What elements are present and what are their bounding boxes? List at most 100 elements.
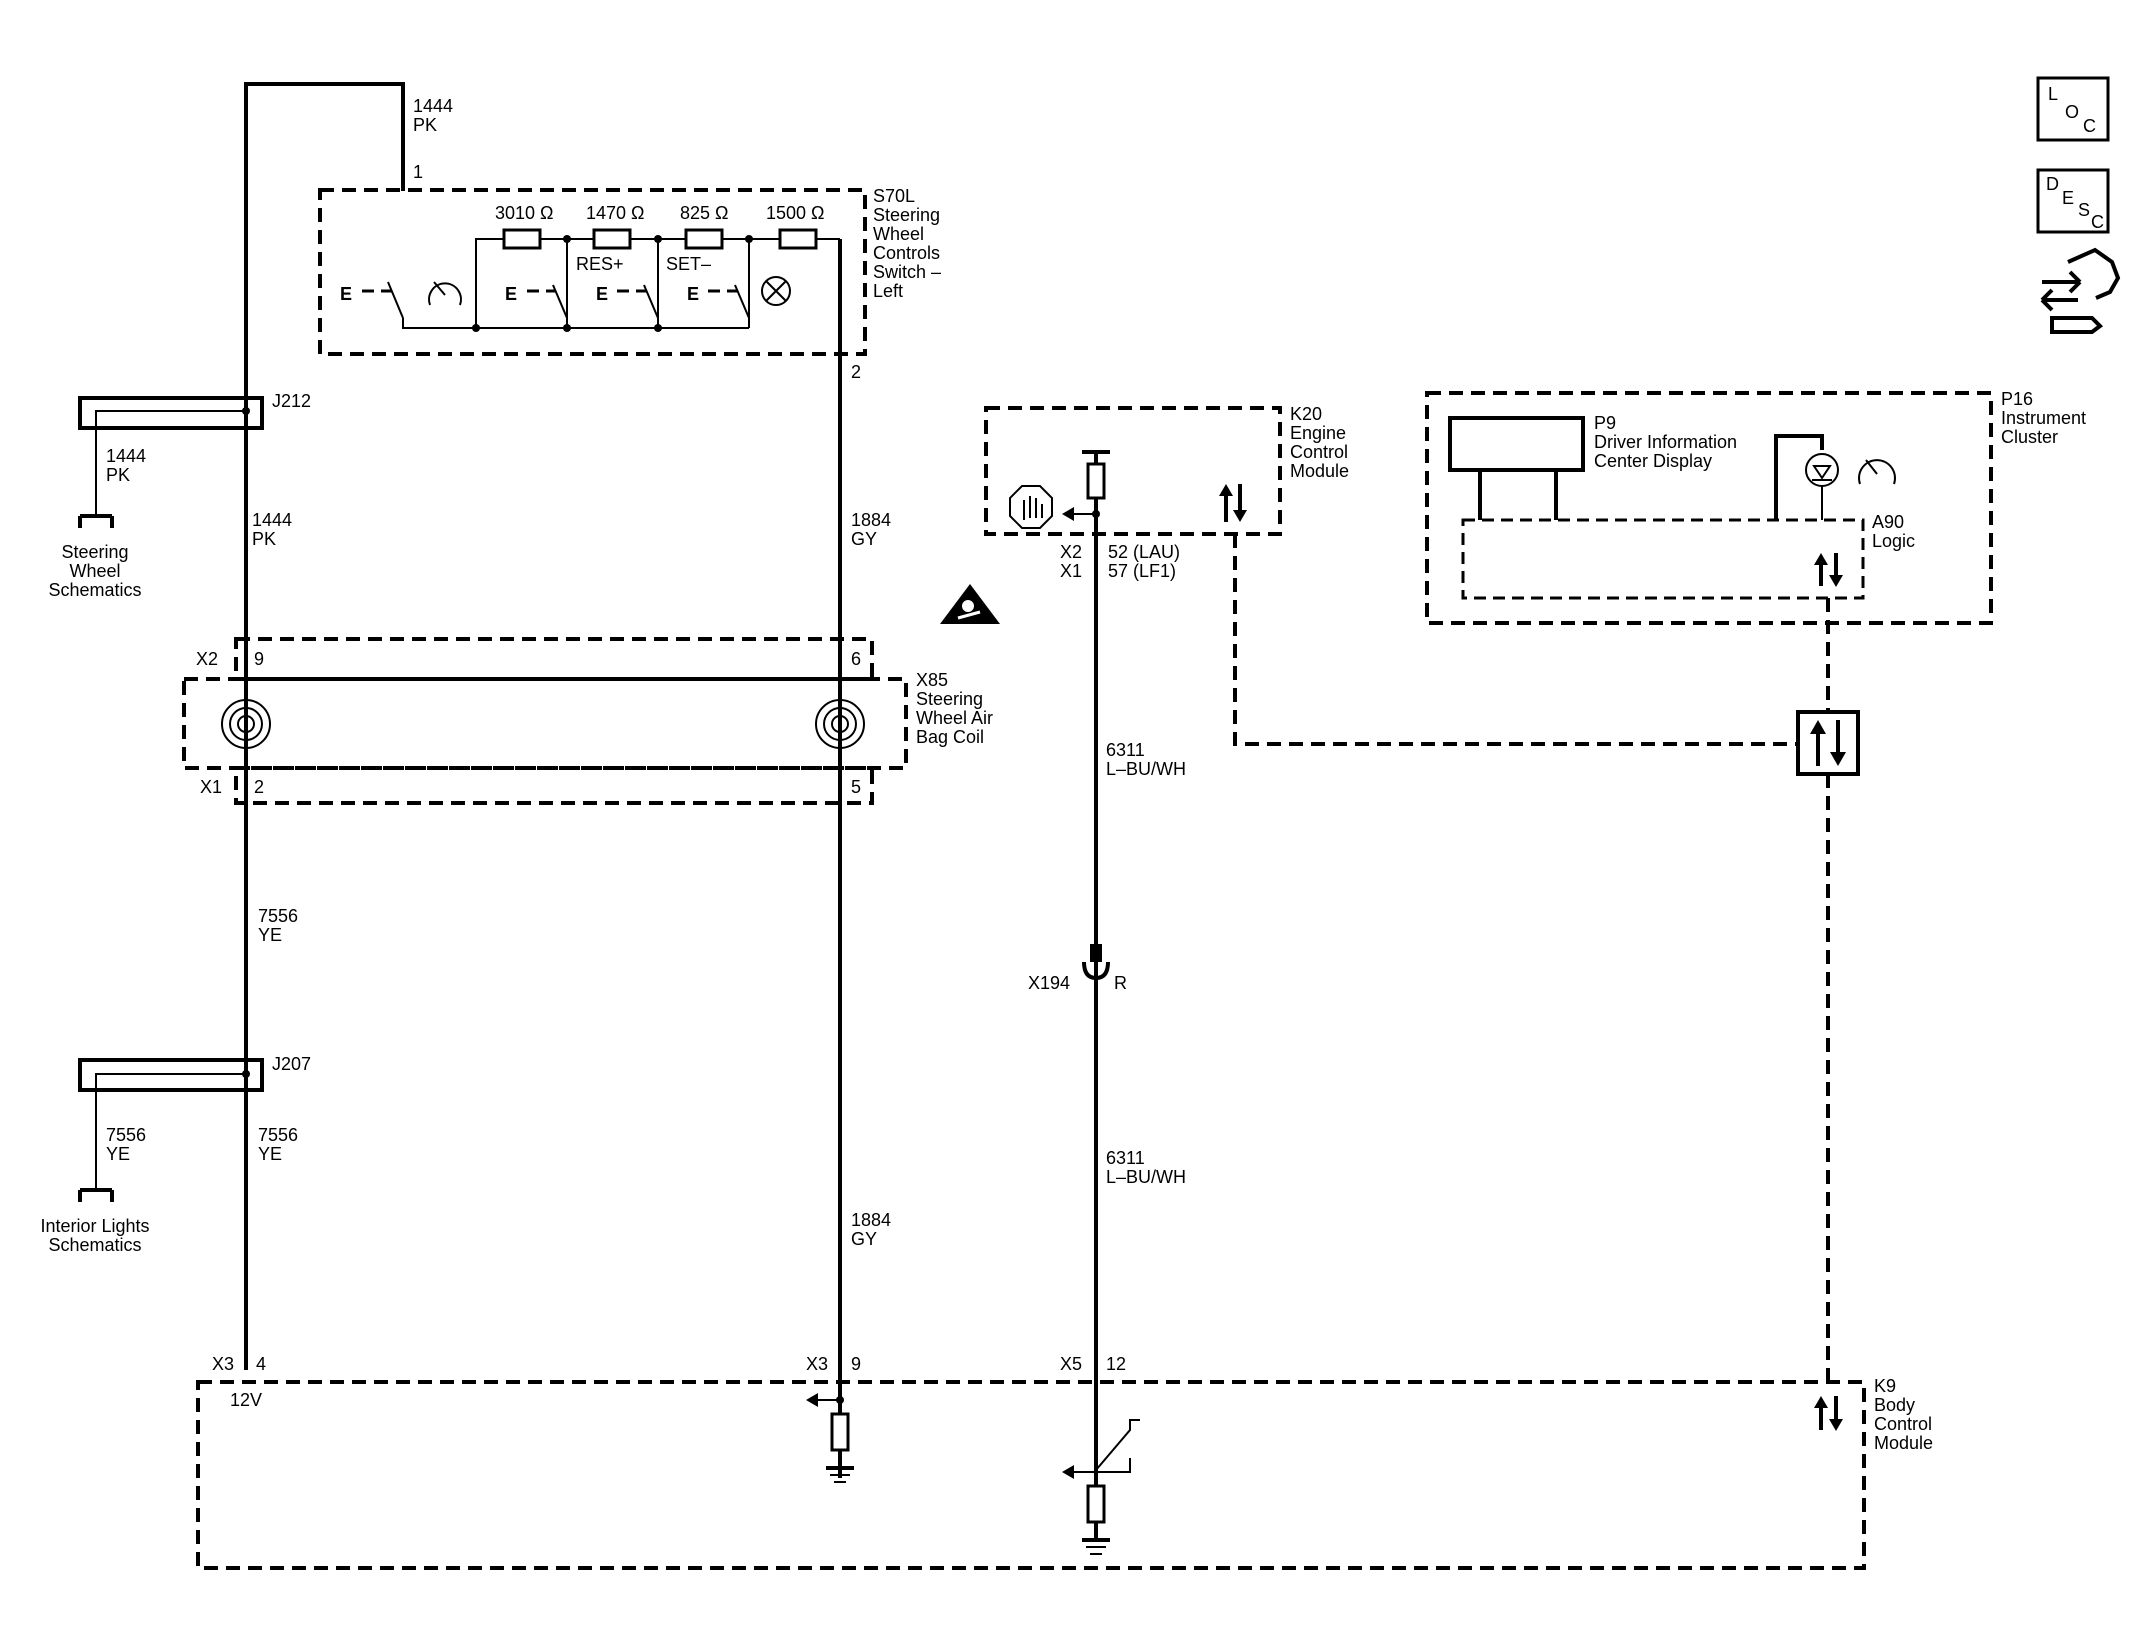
- x194-inline-connector: [1082, 944, 1110, 981]
- j207-label: J207: [272, 1054, 311, 1074]
- x85-pin-5: 5: [851, 777, 861, 797]
- indicator-lamp-icon: [1805, 453, 1839, 487]
- wire-1444-pk: [244, 82, 405, 1370]
- svg-text:X85: X85: [916, 670, 948, 690]
- svg-text:C: C: [2091, 212, 2104, 232]
- j212-label: J212: [272, 391, 311, 411]
- svg-text:Engine: Engine: [1290, 423, 1346, 443]
- wire-1444-color: PK: [413, 115, 437, 135]
- stop-hand-icon: [1009, 485, 1053, 529]
- interior-lights-schematics-ref[interactable]: Interior Lights Schematics: [40, 1216, 149, 1255]
- k9-body-control-module: [196, 1380, 1866, 1570]
- svg-text:Steering: Steering: [61, 542, 128, 562]
- s70l-steering-wheel-controls-switch: [318, 188, 867, 356]
- x85-pin-2: 2: [254, 777, 264, 797]
- j212-wire-num: 1444: [106, 446, 146, 466]
- ye-7556-upper-color: YE: [258, 925, 282, 945]
- diagnostic-connector-icon[interactable]: [2040, 247, 2121, 334]
- k20-x1-label: X1: [1060, 561, 1082, 581]
- gy-1884-upper-num: 1884: [851, 510, 891, 530]
- lbu-6311-lower-num: 6311: [1106, 1148, 1145, 1168]
- resistor-1470: [592, 228, 632, 250]
- svg-text:Steering: Steering: [873, 205, 940, 225]
- p9-label: P9 Driver Information Center Display: [1594, 413, 1737, 471]
- lbu-6311-lower-color: L–BU/WH: [1106, 1167, 1186, 1187]
- switch-e-2: E: [505, 284, 517, 304]
- svg-text:S: S: [2078, 200, 2090, 220]
- svg-text:Left: Left: [873, 281, 903, 301]
- svg-text:Control: Control: [1874, 1414, 1932, 1434]
- svg-text:Body: Body: [1874, 1395, 1915, 1415]
- resistor-825-label: 825 Ω: [680, 203, 729, 223]
- lbu-6311-upper-color: L–BU/WH: [1106, 759, 1186, 779]
- airbag-warning-icon: [940, 584, 1000, 624]
- wire-1444-num: 1444: [413, 96, 453, 116]
- k9-pin-4: 4: [256, 1354, 266, 1374]
- svg-text:L: L: [2048, 84, 2058, 104]
- svg-text:O: O: [2065, 102, 2079, 122]
- s70l-pin-1: 1: [413, 162, 423, 182]
- res-plus-label: RES+: [576, 254, 624, 274]
- svg-text:Cluster: Cluster: [2001, 427, 2058, 447]
- svg-text:K20: K20: [1290, 404, 1322, 424]
- ye-7556-upper-num: 7556: [258, 906, 298, 926]
- gy-1884-lower-num: 1884: [851, 1210, 891, 1230]
- svg-text:P16: P16: [2001, 389, 2033, 409]
- bidirectional-arrow-icon: [1219, 484, 1247, 522]
- s70l-label: S70L Steering Wheel Controls Switch – Le…: [873, 186, 941, 301]
- s70l-pin-2: 2: [851, 362, 861, 382]
- svg-text:Logic: Logic: [1872, 531, 1915, 551]
- switch-e-4: E: [687, 284, 699, 304]
- loc-button[interactable]: L O C: [2036, 76, 2110, 142]
- svg-text:Schematics: Schematics: [48, 580, 141, 600]
- steering-wheel-schematics-ref[interactable]: Steering Wheel Schematics: [48, 542, 141, 600]
- svg-text:Module: Module: [1874, 1433, 1933, 1453]
- svg-text:Controls: Controls: [873, 243, 940, 263]
- k9-pin-9: 9: [851, 1354, 861, 1374]
- k20-pin-x2: 52 (LAU): [1108, 542, 1180, 562]
- resistor-3010: [502, 228, 542, 250]
- mid-1444-num: 1444: [252, 510, 292, 530]
- resistor-1500: [778, 228, 818, 250]
- x85-steering-wheel-air-bag-coil: [182, 584, 1000, 805]
- clockspring-icon-left: [221, 699, 271, 749]
- j207-wire-num: 7556: [106, 1125, 146, 1145]
- k20-pin-x1: 57 (LF1): [1108, 561, 1176, 581]
- k9-12v-label: 12V: [230, 1390, 262, 1410]
- ye-7556-lower-num: 7556: [258, 1125, 298, 1145]
- svg-text:Wheel: Wheel: [69, 561, 120, 581]
- x194-label: X194: [1028, 973, 1070, 993]
- resistor-3010-label: 3010 Ω: [495, 203, 554, 223]
- p16-instrument-cluster: [1425, 391, 1993, 625]
- svg-text:E: E: [2062, 188, 2074, 208]
- mid-1444-color: PK: [252, 529, 276, 549]
- gy-1884-lower-color: GY: [851, 1229, 877, 1249]
- x194-side: R: [1114, 973, 1127, 993]
- j212-wire-color: PK: [106, 465, 130, 485]
- j207-wire-color: YE: [106, 1144, 130, 1164]
- k9-pin-12: 12: [1106, 1354, 1126, 1374]
- resistor-825: [684, 228, 724, 250]
- svg-text:Center Display: Center Display: [1594, 451, 1712, 471]
- svg-text:Driver Information: Driver Information: [1594, 432, 1737, 452]
- x85-pin-9: 9: [254, 649, 264, 669]
- a90-label: A90 Logic: [1872, 512, 1915, 551]
- desc-button[interactable]: D E S C: [2036, 168, 2110, 234]
- svg-text:Switch –: Switch –: [873, 262, 941, 282]
- x85-label: X85 Steering Wheel Air Bag Coil: [916, 670, 993, 747]
- svg-text:Wheel Air: Wheel Air: [916, 708, 993, 728]
- k20-x2-label: X2: [1060, 542, 1082, 562]
- p9-display: [1448, 416, 1585, 472]
- svg-text:Interior Lights: Interior Lights: [40, 1216, 149, 1236]
- k20-engine-control-module: [984, 406, 1798, 1400]
- x85-pin-6: 6: [851, 649, 861, 669]
- j207-splice: [78, 1058, 264, 1202]
- svg-text:Module: Module: [1290, 461, 1349, 481]
- k20-label: K20 Engine Control Module: [1290, 404, 1349, 481]
- svg-text:D: D: [2046, 174, 2059, 194]
- cruise-control-icon: [428, 281, 462, 306]
- resistor-1470-label: 1470 Ω: [586, 203, 645, 223]
- k9-x5-label: X5: [1060, 1354, 1082, 1374]
- k9-label: K9 Body Control Module: [1874, 1376, 1933, 1453]
- svg-text:Control: Control: [1290, 442, 1348, 462]
